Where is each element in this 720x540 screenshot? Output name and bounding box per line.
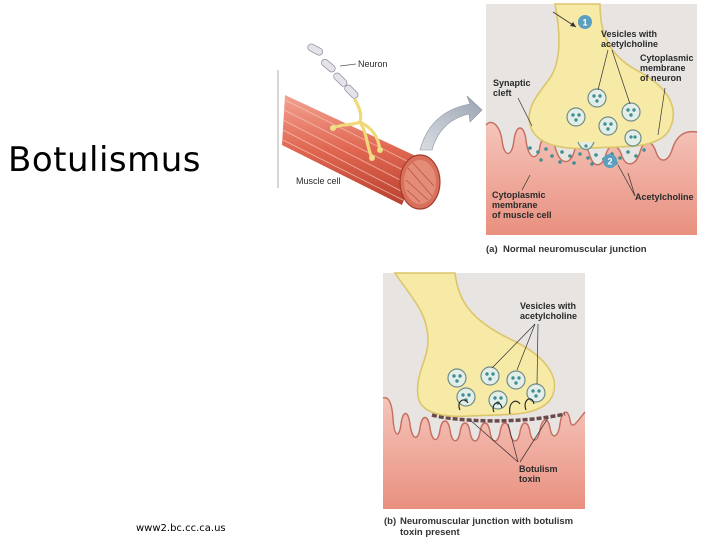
zoom-arrow	[419, 95, 483, 151]
leader-lines-a	[517, 49, 666, 197]
vesicles-b	[447, 366, 546, 410]
vesicles-a	[566, 88, 642, 151]
caption-a: Normal neuromuscular junction	[503, 244, 647, 255]
leader-lines-b	[469, 323, 549, 463]
label-cyto-neuron-line3: of neuron	[640, 73, 682, 83]
botulism-toxin-layer	[431, 412, 566, 423]
label-cyto-neuron-line2: membrane	[640, 63, 686, 73]
blocked-release-arrows	[458, 398, 535, 415]
panel-a: 1 2 Vesicles with acetylcholine Cytoplas…	[485, 3, 698, 235]
panel-b: Vesicles with acetylcholine Botulism tox…	[382, 272, 586, 509]
label-cyto-muscle-line1: Cytoplasmic	[492, 190, 546, 200]
label-synaptic-cleft-line2: cleft	[493, 88, 512, 98]
label-acetylcholine-a: Acetylcholine	[635, 192, 694, 202]
source-credit: www2.bc.cc.ca.us	[136, 523, 226, 534]
label-botulism-toxin-line1: Botulism	[519, 464, 558, 474]
caption-a-letter: (a)	[486, 244, 498, 255]
overview-diagram: Neuron Muscle cell	[277, 43, 483, 210]
muscle-membrane-b	[383, 397, 585, 509]
caption-b-letter: (b)	[384, 516, 396, 527]
acetylcholine-dots-a	[528, 146, 646, 166]
label-vesicles-b-line1: Vesicles with	[520, 301, 576, 311]
caption-b-line1: Neuromuscular junction with botulism	[400, 516, 573, 527]
label-cyto-muscle-line3: of muscle cell	[492, 210, 552, 220]
step-badge-1: 1	[552, 11, 592, 29]
muscle-fiber	[282, 95, 441, 210]
svg-text:2: 2	[607, 157, 612, 167]
label-vesicles-b-line2: acetylcholine	[520, 311, 577, 321]
neuron-label: Neuron	[358, 59, 388, 69]
slide-title: Botulismus	[8, 140, 201, 180]
caption-b-line2: toxin present	[400, 527, 460, 538]
label-cyto-neuron-line1: Cytoplasmic	[640, 53, 694, 63]
label-botulism-toxin-line2: toxin	[519, 474, 541, 484]
muscle-cell-label: Muscle cell	[296, 176, 341, 186]
label-vesicles-a-line2: acetylcholine	[601, 39, 658, 49]
label-synaptic-cleft-line1: Synaptic	[493, 78, 531, 88]
step-badge-2: 2	[603, 154, 617, 168]
neuron-axon	[307, 43, 383, 161]
label-vesicles-a-line1: Vesicles with	[601, 29, 657, 39]
label-cyto-muscle-line2: membrane	[492, 200, 538, 210]
svg-text:1: 1	[582, 18, 587, 28]
